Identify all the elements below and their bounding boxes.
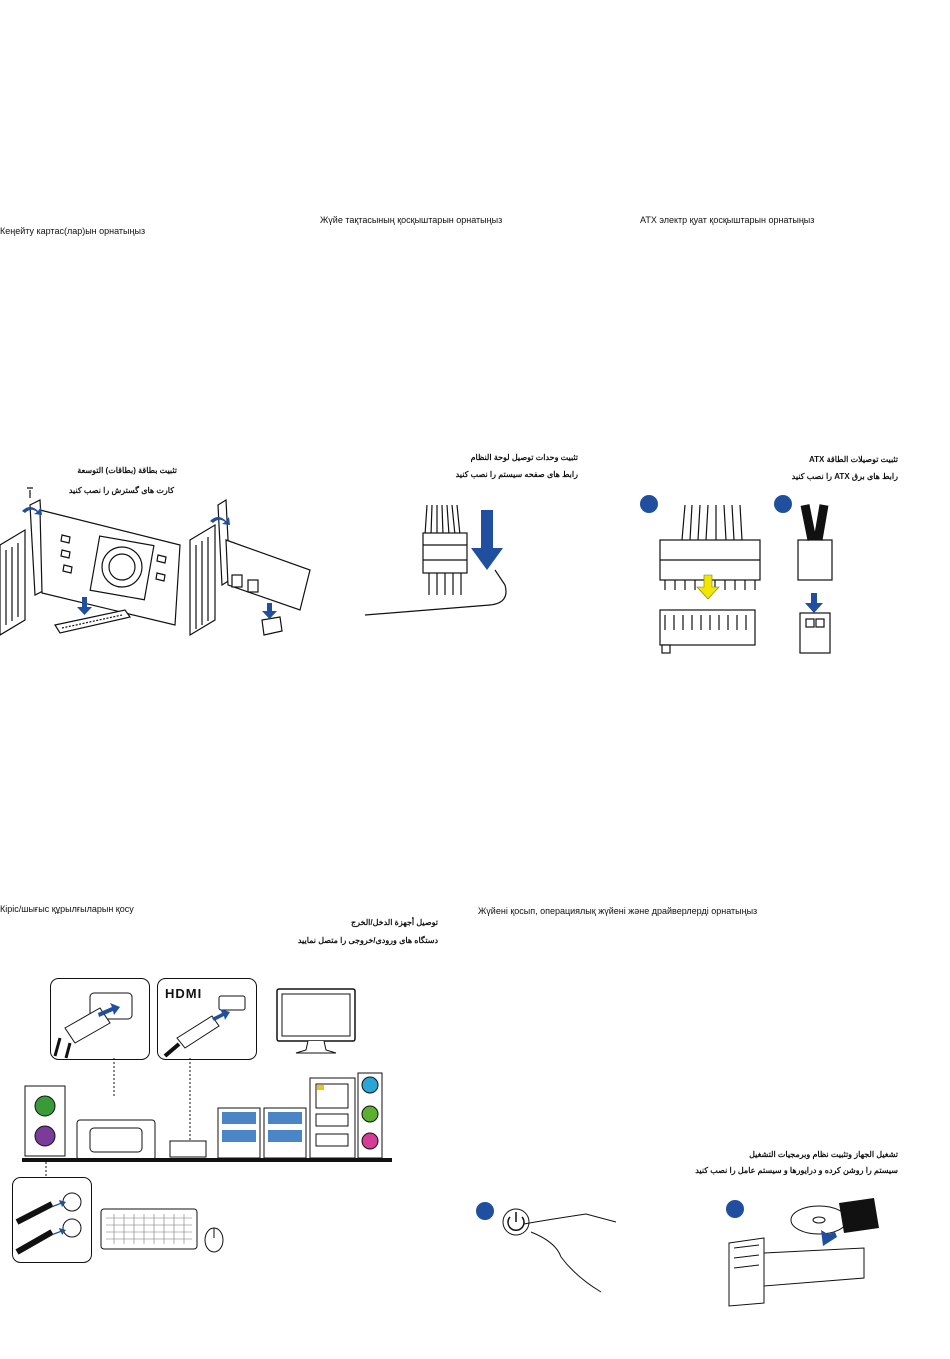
expansion-kz-title: Кеңейту картас(лар)ын орнатыңыз xyxy=(0,226,146,236)
hdmi-logo: HDMI xyxy=(165,986,203,1001)
expansion-fa-title: کارت های گسترش را نصب کنید xyxy=(68,486,174,495)
expansion-ar-title: تثبيت بطاقة (بطاقات) التوسعة xyxy=(77,466,177,475)
power-kz-title: Жүйені қосып, операциялық жүйені және др… xyxy=(478,906,758,916)
io-fa-title: دستگاه های ورودی/خروجی را متصل نمایید xyxy=(297,936,438,945)
atx-connector-illustration xyxy=(640,495,833,654)
rear-io-panel-illustration xyxy=(22,1058,392,1162)
ps2-callout-illustration xyxy=(12,1162,92,1263)
panel-fa-title: رابط های صفحه سیستم را نصب کنید xyxy=(455,470,578,479)
keyboard-icon xyxy=(100,1208,198,1250)
panel-kz-title: Жүйе тақтасының қосқыштарын орнатыңыз xyxy=(320,215,503,225)
io-ar-title: توصيل أجهزة الدخل/الخرج xyxy=(350,918,438,927)
atx-fa-title: رابط های برق ATX را نصب کنید xyxy=(791,472,898,481)
install-disc-illustration xyxy=(726,1198,879,1307)
mouse-icon xyxy=(204,1227,224,1253)
panel-connector-illustration xyxy=(364,504,507,616)
hdmi-callout-illustration xyxy=(157,978,257,1060)
power-button-illustration xyxy=(476,1202,617,1293)
io-kz-title: Кіріс/шығыс құрылғыларын қосу xyxy=(0,904,134,914)
panel-ar-title: تثبيت وحدات توصيل لوحة النظام xyxy=(470,453,578,462)
monitor-icon xyxy=(276,988,356,1054)
power-ar-title: تشغيل الجهاز وتثبيت نظام وبرمجيات التشغي… xyxy=(749,1150,898,1159)
power-fa-title: سیستم را روشن کرده و درایورها و سیستم عا… xyxy=(695,1166,898,1175)
expansion-card-illustration xyxy=(0,487,311,637)
atx-ar-title: تثبيت توصيلات الطاقة ATX xyxy=(808,455,898,464)
atx-kz-title: ATX электр қуат қосқыштарын орнатыңыз xyxy=(640,215,815,225)
vga-callout-illustration xyxy=(50,978,150,1060)
